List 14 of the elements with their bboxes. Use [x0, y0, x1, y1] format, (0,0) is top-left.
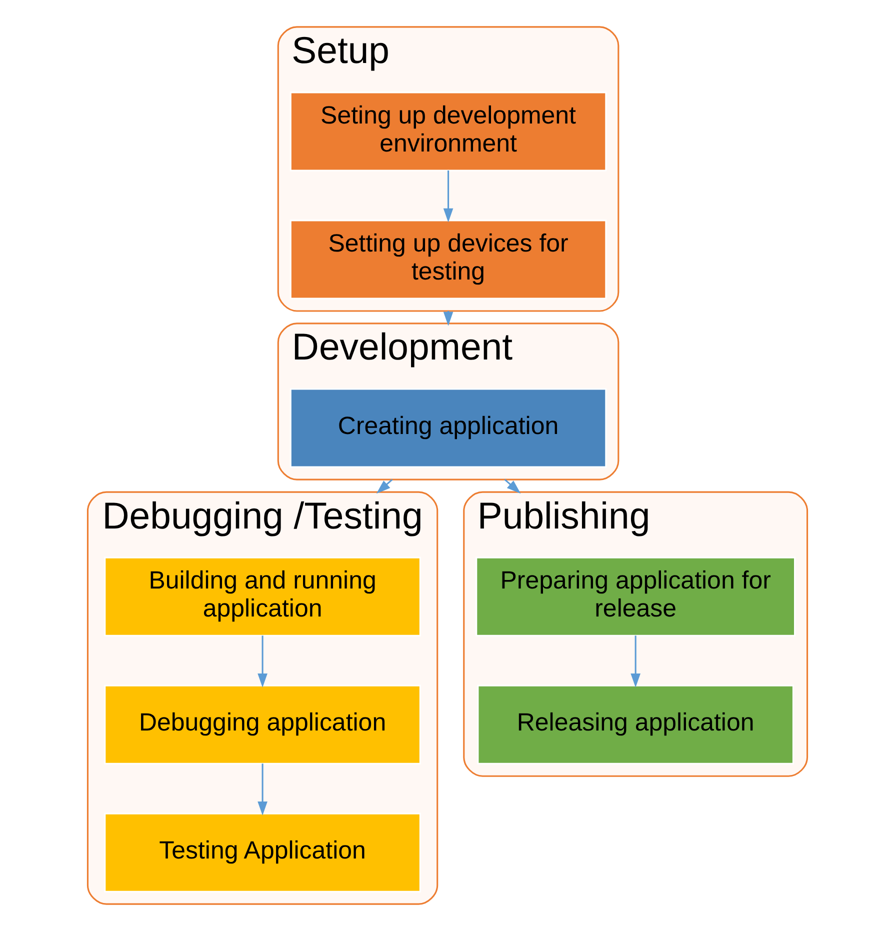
- node-box: Debugging application: [104, 684, 421, 764]
- arrow: [630, 636, 640, 688]
- node-box: Building and running application: [104, 556, 421, 636]
- arrow: [504, 478, 521, 494]
- arrow: [443, 170, 454, 222]
- arrow: [376, 478, 393, 494]
- node-box: Preparing application for release: [476, 556, 796, 636]
- node-box: Seting up development environment: [290, 92, 607, 172]
- node-box: Testing Application: [104, 812, 421, 892]
- arrow: [258, 764, 268, 816]
- node-box: Creating application: [290, 388, 607, 468]
- node-box: Releasing application: [477, 684, 794, 764]
- arrow: [258, 636, 268, 688]
- node-box: Setting up devices for testing: [290, 220, 607, 300]
